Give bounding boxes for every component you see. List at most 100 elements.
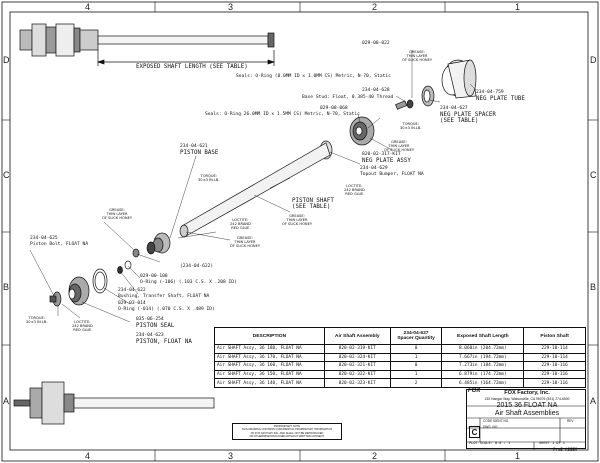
callout-pn-035-06-254: 035-06-254 [136,317,164,322]
callout-pn-820-02-317: 820-02-317-KIT [362,152,401,157]
zone-row-a-right: A [590,396,597,406]
callout-neg-plate-spacer: NEG PLATE SPACER (SEE TABLE) [440,112,496,125]
callout-loctite-bottom: LOCTITE: 242 BRAND RED GLUE [72,320,93,332]
callout-neg-plate-assy: NEG PLATE ASSY [362,158,411,164]
callout-pn-234-04-622: 234-04-622 [118,288,146,293]
cell-assembly: 820-02-322-KIT [323,369,391,380]
code-ident-label: CODE IDENT NO. [483,419,510,423]
cell-assembly: 820-02-323-KIT [323,378,391,388]
base-stud [395,99,414,110]
cell-description: Air SHAFT Assy, 36 170, FLOAT NA [214,352,325,363]
zone-col-2-bottom: 2 [372,451,378,461]
cell-piston-shaft: 229-10-114 [523,344,586,354]
cell-exposed-length: 8.060in (204.72mm) [441,344,525,354]
callout-piston-seal: PISTON SEAL [136,323,175,329]
cell-assembly: 820-02-321-KIT [323,361,391,371]
callout-pn-234-04-759: 234-04-759 [476,90,504,95]
callout-torque-bottom: TORQUE: 30±3 IN.LB. [26,316,48,324]
table-row: Air SHAFT Assy, 36 150, FLOAT NA 820-02-… [214,369,586,380]
cell-spacer-qty: 1 [389,369,443,380]
cell-description: Air SHAFT Assy, 36 160, FLOAT NA [214,361,325,371]
callout-grease-top: GREASE: THIN LAYER OF SLICK HONEY [402,50,433,62]
cell-spacer-qty: 0 [389,344,443,354]
callout-grease-left: GREASE: THIN LAYER OF SLICK HONEY [102,208,133,220]
proprietary-note: PROPRIETARY NOTE THIS DRAWING CONTAINS C… [232,423,342,440]
cell-assembly: 820-02-319-KIT [323,344,391,354]
callout-pn-234-04-621: 234-04-621 [180,144,208,149]
cell-spacer-qty: 2 [389,378,443,388]
table-header-row: DESCRIPTION Air Shaft Assembly 234-04-62… [214,327,586,345]
dwg-no-label: DWG. NO. [483,425,499,429]
col-air-shaft-assembly: Air Shaft Assembly [323,327,391,345]
sheet-size: C [469,426,480,438]
top-shaft-assembly [19,23,276,66]
zone-col-1: 1 [515,2,521,12]
callout-pn-029-08-068: 029-08-068 [320,106,348,111]
callout-pn-029-08-022: 029-08-022 [362,41,390,46]
fox-logo: FOX [468,388,481,394]
zone-row-b-right: B [590,282,597,292]
table-row: Air SHAFT Assy, 36 170, FLOAT NA 820-02-… [214,352,586,363]
neg-plate-tube [441,59,477,99]
callout-pn-029-03-014: 029-03-014 [118,301,146,306]
zone-col-2: 2 [372,2,378,12]
cell-piston-shaft: 229-10-116 [523,361,586,371]
piston-base [146,232,171,255]
callout-pn-029-00-108: 029-00-108 [140,274,168,279]
title-block: FOX Factory, Inc. 130 Hangar Way, Watson… [466,389,586,449]
callout-piston-float: PISTON, FLOAT NA [136,339,192,345]
neg-plate-assy [349,116,375,146]
cell-exposed-length: 6.879in (174.72mm) [441,369,525,380]
callout-torque-top: TORQUE: 30±3 IN.LB. [400,122,422,130]
callout-topout-bumper: Topout Bumper, FLOAT NA [360,172,424,177]
bottom-shaft-assembly [13,381,215,425]
callout-loctite-mid: LOCTITE: 242 BRAND RED GLUE [344,184,365,196]
table-row: Air SHAFT Assy, 36 160, FLOAT NA 820-02-… [214,361,586,371]
cell-piston-shaft: 229-10-116 [523,378,586,388]
cell-description: Air SHAFT Assy, 36 150, FLOAT NA [214,369,325,380]
col-exposed-shaft-length: Exposed Shaft Length [441,327,525,345]
piston [68,276,90,306]
callout-piston-base: PISTON BASE [180,150,219,156]
zone-col-4: 4 [85,2,91,12]
cell-exposed-length: 7.667in (194.72mm) [441,352,525,363]
zone-col-3: 3 [228,2,234,12]
cell-piston-shaft: 229-10-116 [523,369,586,380]
rev-label: REV [567,419,574,423]
col-piston-shaft: Piston Shaft [523,327,586,345]
col-spacer-quantity: 234-04-627 Spacer Quantity [389,327,443,345]
piston-seal [92,268,108,294]
callout-pn-234-04-622-a: (234-04-622) [180,264,214,269]
table-row: Air SHAFT Assy, 36 140, FLOAT NA 820-02-… [214,378,586,388]
cell-exposed-length: 6.485in (164.72mm) [441,378,525,388]
callout-oring-106: O-Ring (-106) (.103 C.S. X .208 ID) [140,280,237,285]
callout-pn-234-04-623: 234-04-623 [136,333,164,338]
callout-grease-center: GREASE: THIN LAYER OF SLICK HONEY [282,214,313,226]
callout-grease-mid: GREASE: THIN LAYER OF SLICK HONEY [384,140,415,152]
zone-row-d-right: D [590,55,597,65]
callout-neg-plate-tube: NEG PLATE TUBE [476,96,525,102]
proe-label: ProE ASSEM [553,447,578,452]
callout-seals-oring-mid: Seals: O-Ring 26.0MM ID x 1.5MM CS) Metr… [205,112,360,117]
zone-row-c: C [3,170,10,180]
company-address: 130 Hangar Way, Watsonville, CA 95076 (8… [484,397,570,401]
cell-description: Air SHAFT Assy, 36 140, FLOAT NA [214,378,325,388]
callout-pn-234-04-629: 234-04-629 [360,166,388,171]
callout-piston-shaft: PISTON SHAFT (SEE TABLE) [292,198,334,211]
col-description: DESCRIPTION [214,327,325,345]
callout-piston-bolt: Piston Bolt, FLOAT NA [30,242,89,247]
table-row: Air SHAFT Assy, 36 180, FLOAT NA 820-02-… [214,344,586,354]
drawing-title-line1: 2015 36 FLOAT NA [496,402,558,409]
cell-spacer-qty: 0 [389,361,443,371]
callout-torque-left: TORQUE: 30±3 IN.LB. [198,174,220,182]
air-shaft-table: DESCRIPTION Air Shaft Assembly 234-04-62… [214,327,586,388]
callout-grease-center2: GREASE: THIN LAYER OF SLICK HONEY [230,236,261,248]
zone-col-4-bottom: 4 [85,451,91,461]
cell-spacer-qty: 1 [389,352,443,363]
company-name: FOX Factory, Inc. [504,390,550,396]
zone-row-a: A [3,396,10,406]
small-rings [117,248,140,274]
cell-piston-shaft: 229-10-114 [523,352,586,363]
